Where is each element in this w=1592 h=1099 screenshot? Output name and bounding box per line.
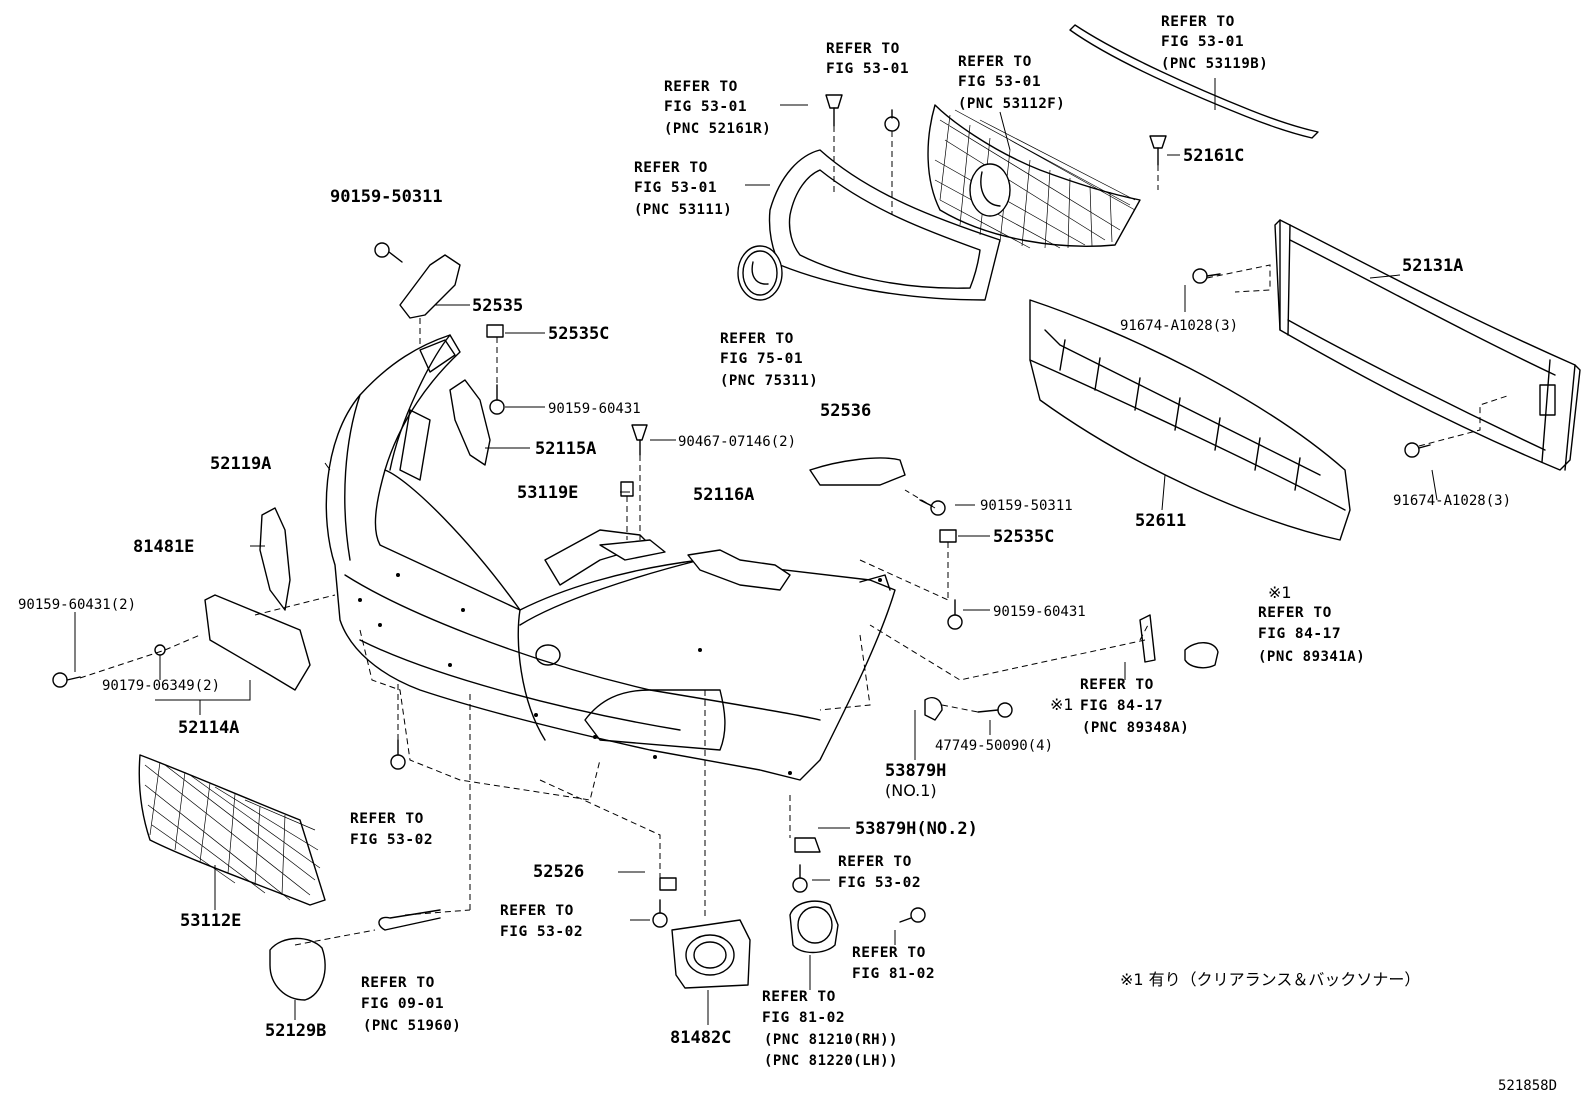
fasteners [52, 94, 1431, 928]
label-52131A[interactable]: 52131A [1402, 256, 1463, 276]
label-90159-60431-2[interactable]: 90159-60431(2) [18, 597, 136, 613]
label-52611[interactable]: 52611 [1135, 511, 1186, 531]
label-53112E[interactable]: 53112E [180, 911, 241, 931]
side-cover-81481E[interactable] [259, 507, 291, 611]
part-labels: 90159-50311 52535 52535C 90159-60431 904… [18, 146, 1511, 1048]
label-52116A[interactable]: 52116A [693, 485, 754, 505]
label-47749[interactable]: 47749-50090(4) [935, 738, 1053, 754]
fog-cover-81482C[interactable] [671, 919, 751, 989]
side-bracket-52535[interactable] [399, 254, 461, 319]
label-52114A[interactable]: 52114A [178, 718, 239, 738]
label-90159-60431-top[interactable]: 90159-60431 [548, 401, 641, 417]
label-52129B[interactable]: 52129B [265, 1021, 326, 1041]
drawing-number: 521858D [1498, 1078, 1557, 1094]
refer-blocks: REFER TO FIG 53-01 (PNC 52161R) REFER TO… [350, 14, 1365, 1069]
refer-53-01-a[interactable]: REFER TO FIG 53-01 [826, 41, 909, 77]
parking-sensor[interactable] [789, 900, 839, 954]
refer-53-02-a[interactable]: REFER TO FIG 53-02 [350, 811, 433, 848]
label-53879H-no2[interactable]: 53879H(NO.2) [855, 819, 978, 839]
mark-note-1: ※1 [1268, 583, 1292, 602]
refer-84-17-89348A[interactable]: REFER TO FIG 84-17 (PNC 89348A) [1080, 677, 1189, 736]
label-90159-60431-mid[interactable]: 90159-60431 [993, 604, 1086, 620]
bumper-reinforcement[interactable] [1274, 219, 1581, 471]
label-52526[interactable]: 52526 [533, 862, 584, 882]
label-52535C-mid[interactable]: 52535C [993, 527, 1054, 547]
refer-53-01-53111[interactable]: REFER TO FIG 53-01 (PNC 53111) [634, 160, 732, 218]
label-91674-b[interactable]: 91674-A1028(3) [1393, 493, 1511, 509]
label-52536[interactable]: 52536 [820, 401, 871, 421]
refer-81-02-a[interactable]: REFER TO FIG 81-02 [852, 945, 935, 982]
label-52119A[interactable]: 52119A [210, 454, 271, 474]
lamp-bracket-52116A[interactable] [687, 549, 791, 591]
emblem[interactable] [737, 245, 783, 301]
label-52535C-top[interactable]: 52535C [548, 324, 609, 344]
leader-lines [74, 78, 1511, 1025]
refer-53-02-b[interactable]: REFER TO FIG 53-02 [838, 854, 921, 891]
mark-note-1b: ※1 [1050, 695, 1074, 714]
label-53879H-no1: (NO.1) [885, 781, 937, 800]
license-bracket-52114A[interactable] [204, 594, 311, 691]
side-retainer-52115A[interactable] [449, 379, 491, 466]
towing-cover-52129B[interactable] [269, 937, 326, 1001]
refer-84-17-89341A[interactable]: REFER TO FIG 84-17 (PNC 89341A) [1258, 605, 1365, 665]
label-91674-a[interactable]: 91674-A1028(3) [1120, 318, 1238, 334]
label-52115A[interactable]: 52115A [535, 439, 596, 459]
refer-53-01-53119B[interactable]: REFER TO FIG 53-01 (PNC 53119B) [1161, 14, 1268, 72]
refer-75-01-75311[interactable]: REFER TO FIG 75-01 (PNC 75311) [720, 331, 818, 389]
side-bracket-53119E[interactable] [599, 539, 666, 561]
top-molding[interactable] [1069, 24, 1319, 139]
refer-53-01-52161R[interactable]: REFER TO FIG 53-01 (PNC 52161R) [664, 79, 771, 137]
label-53119E[interactable]: 53119E [517, 483, 578, 503]
refer-53-01-53112F[interactable]: REFER TO FIG 53-01 (PNC 53112F) [958, 54, 1065, 112]
label-90467[interactable]: 90467-07146(2) [678, 434, 796, 450]
side-bracket-52536[interactable] [809, 457, 906, 486]
energy-absorber[interactable] [1029, 299, 1351, 541]
label-90159-50311-top[interactable]: 90159-50311 [330, 187, 443, 207]
refer-81-02-sensor[interactable]: REFER TO FIG 81-02 (PNC 81210(RH)) (PNC … [762, 989, 907, 1069]
label-52535[interactable]: 52535 [472, 296, 523, 316]
refer-53-02-c[interactable]: REFER TO FIG 53-02 [500, 903, 583, 940]
label-52161C[interactable]: 52161C [1183, 146, 1244, 166]
label-81482C[interactable]: 81482C [670, 1028, 731, 1048]
lower-grille[interactable] [138, 754, 326, 906]
refer-09-01-51960[interactable]: REFER TO FIG 09-01 (PNC 51960) [361, 975, 461, 1034]
label-90159-50311-mid[interactable]: 90159-50311 [980, 498, 1073, 514]
label-53879H[interactable]: 53879H [885, 761, 946, 781]
label-81481E[interactable]: 81481E [133, 537, 194, 557]
footnote: ※1 有り（クリアランス＆バックソナー） [1120, 970, 1420, 989]
towing-eye[interactable] [378, 909, 441, 931]
label-90179[interactable]: 90179-06349(2) [102, 678, 220, 694]
upper-grille[interactable] [927, 104, 1141, 249]
